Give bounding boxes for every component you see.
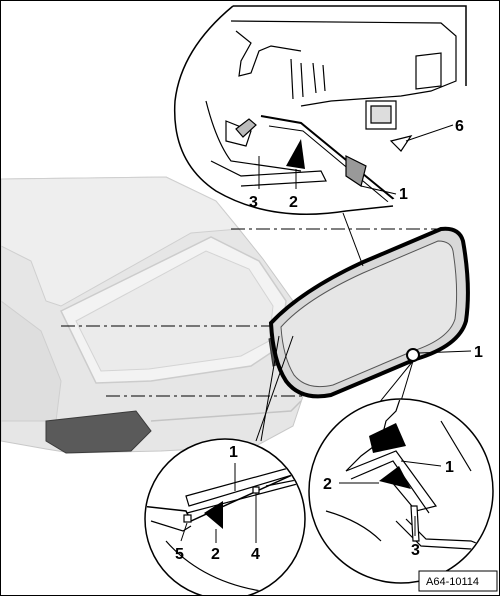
spacer-marker-circle (406, 348, 420, 362)
top-detail-frame-arc (173, 5, 394, 215)
roof-spoiler (1, 176, 240, 307)
bumper-line (150, 400, 302, 422)
adhesive-bead-bottom-left (204, 501, 223, 529)
reference-code: A64-10114 (426, 576, 479, 588)
callout-bl-2: 2 (211, 546, 220, 563)
bottom-right-detail-frame (308, 398, 494, 584)
reference-code-box: A64-10114 (418, 570, 498, 592)
callout-br-1: 1 (445, 459, 454, 476)
bottom-right-detail-view: 1 2 3 (308, 398, 494, 584)
callout-bl-5: 5 (175, 546, 184, 563)
callout-bl-4: 4 (251, 546, 260, 563)
bottom-left-detail-view: 1 5 2 4 (144, 438, 306, 595)
adhesive-bead-bottom-right-upper (369, 423, 406, 453)
main-view-callout: 1 (418, 344, 483, 361)
adhesive-bead-top (286, 139, 305, 169)
callout-top-6: 6 (455, 118, 464, 135)
callout-br-3: 3 (411, 542, 420, 559)
roof-panel-outline (230, 20, 457, 107)
rear-window-glass (268, 226, 470, 399)
glass-edge-top-detail (260, 115, 422, 207)
left-taillight (45, 410, 152, 454)
callout-top-3: 3 (249, 194, 258, 211)
projection-lines (61, 228, 441, 397)
callout-top-1: 1 (399, 186, 408, 203)
callout-bl-1: 1 (229, 444, 238, 461)
side-window (1, 300, 62, 422)
callout-top-2: 2 (289, 194, 298, 211)
bottom-left-detail-frame (144, 438, 306, 595)
reference-code-frame (418, 570, 498, 592)
top-detail-view: 3 2 6 1 (173, 5, 467, 215)
adhesive-bead-bottom-right-lower (379, 466, 411, 489)
car-rear-body (1, 176, 304, 454)
top-detail-frame-top (233, 5, 467, 86)
callout-br-2: 2 (323, 476, 332, 493)
callout-main-1: 1 (474, 344, 483, 361)
